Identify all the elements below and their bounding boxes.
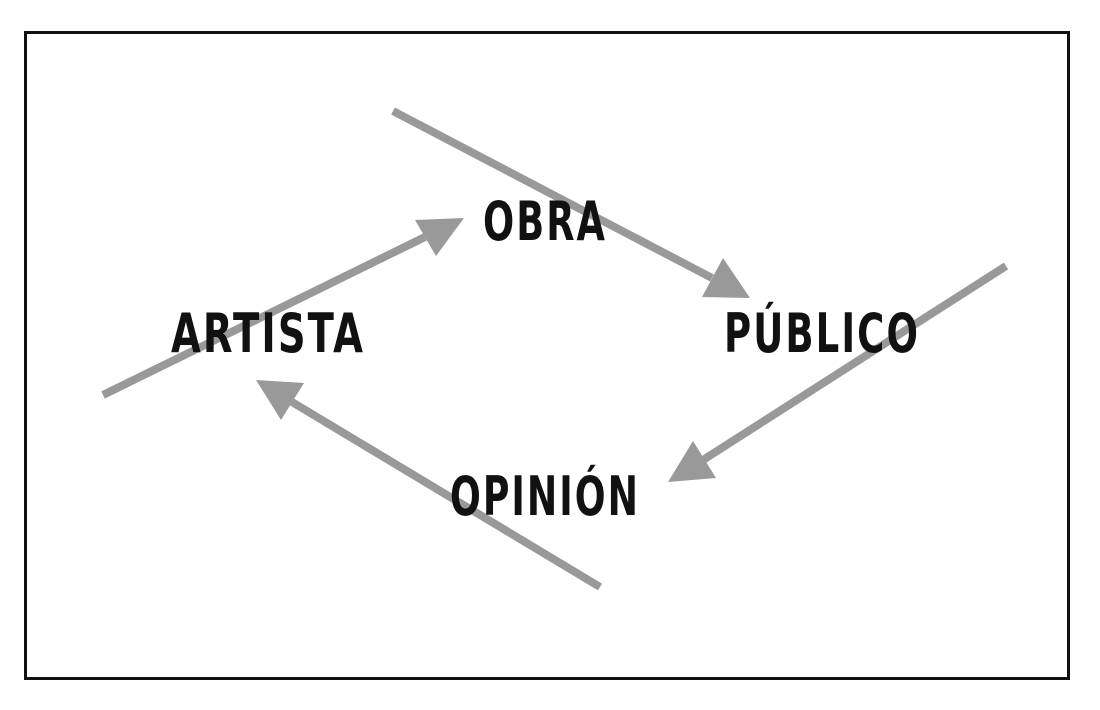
node-obra: OBRA (483, 190, 607, 253)
arrow-opinion-to-artista (256, 380, 603, 591)
diagram-frame (24, 31, 1070, 680)
node-publico: PÚBLICO (724, 302, 920, 365)
node-opinion: OPINIÓN (450, 465, 640, 528)
arrow-obra-to-publico (391, 107, 750, 298)
arrow-publico-to-opinion (668, 262, 1009, 482)
node-artista: ARTISTA (171, 302, 365, 365)
arrow-artista-to-obra (101, 218, 464, 399)
